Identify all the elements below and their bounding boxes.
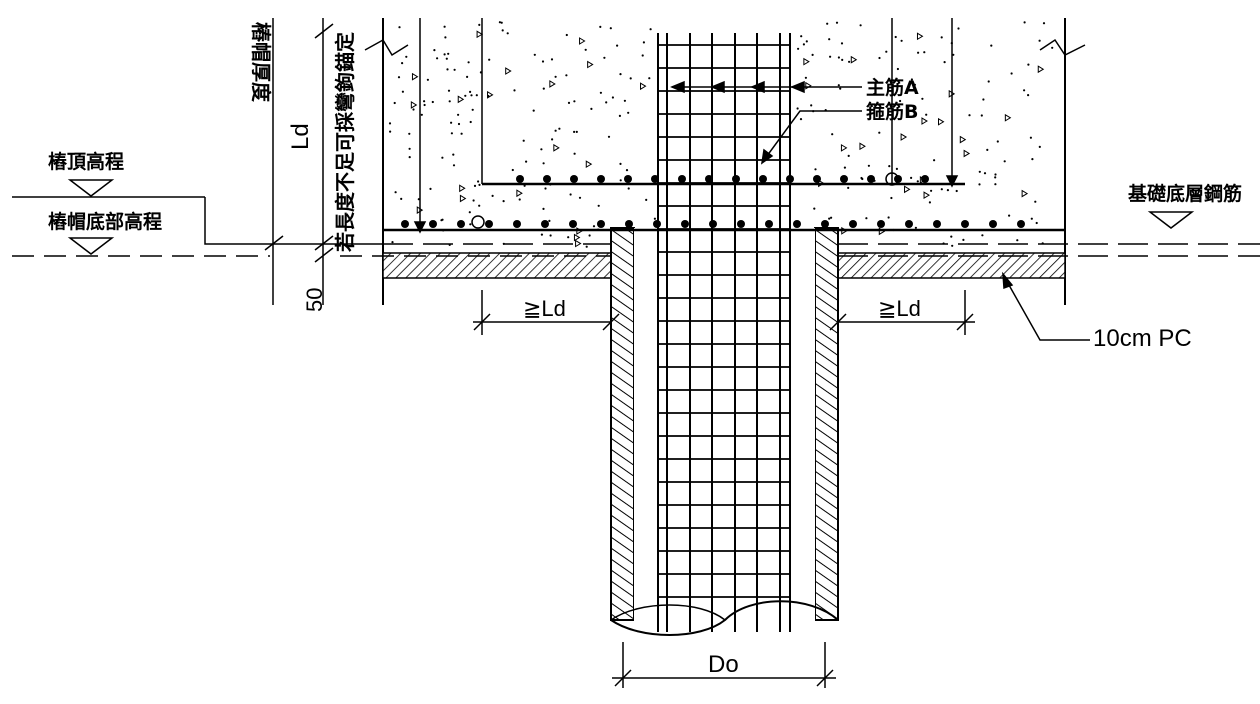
bottom-rebar-bars	[401, 172, 1025, 229]
pile-diameter-label: Do	[708, 651, 739, 678]
ld-dimension-right	[829, 290, 975, 335]
cap-thickness-dimension	[264, 18, 334, 305]
pile-core	[634, 228, 815, 628]
stirrup-label: 箍筋B	[866, 100, 918, 123]
ld-dimension-left	[473, 290, 620, 335]
cap-bottom-elev-marker	[67, 237, 115, 255]
ld-left-label: ≧Ld	[523, 296, 566, 321]
pc-layer-right	[837, 252, 1066, 279]
pc-leader	[1002, 271, 1090, 341]
ld-right-label: ≧Ld	[878, 296, 921, 321]
pile-top-elev-label: 樁頂高程	[48, 150, 124, 173]
concrete-aggregate-texture	[388, 21, 1054, 248]
pile-wall-left	[610, 227, 635, 621]
pile-diameter-dimension	[612, 642, 836, 688]
cap-thickness-label: 樁帽厚度	[249, 22, 273, 103]
pc-layer-label: 10cm PC	[1093, 325, 1192, 352]
foundation-rebar-marker	[1147, 211, 1195, 229]
anchorage-note-label: 若長度不足可採彎鉤錨定	[333, 32, 357, 253]
pile-wall-right	[814, 227, 839, 621]
ld-label: Ld	[287, 123, 314, 150]
cap-bottom-elev-label: 樁帽底部高程	[48, 210, 162, 233]
rebar-leaders	[670, 80, 862, 165]
main-bar-label: 主筋A	[866, 76, 919, 99]
foundation-bottom-rebar-label: 基礎底層鋼筋	[1127, 182, 1242, 205]
pc-layer-left	[382, 252, 612, 279]
pile-top-elev-marker	[67, 179, 115, 197]
bottom-rebar-layers	[383, 182, 1065, 232]
cap-vertical-bars	[413, 18, 959, 234]
dim-50-label: 50	[302, 288, 327, 312]
pile-rebar-cage	[657, 33, 791, 632]
